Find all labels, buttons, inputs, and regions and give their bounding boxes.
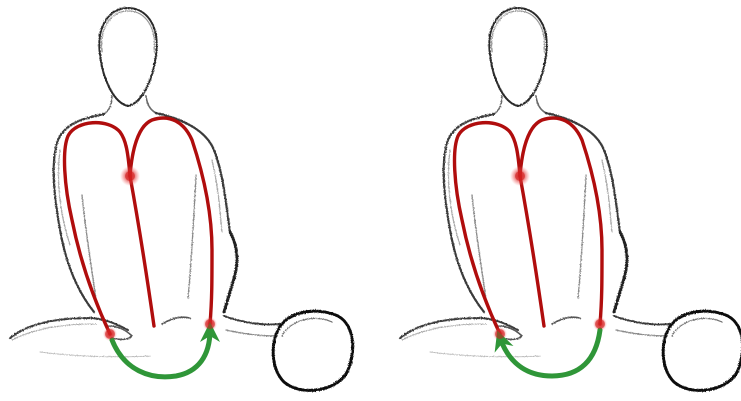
anchor-point-right <box>595 319 605 329</box>
anchor-point-left <box>495 329 505 339</box>
right-panel <box>400 8 741 390</box>
anchor-point-chest <box>515 171 525 181</box>
rotation-arrow <box>500 330 600 376</box>
left-panel <box>10 8 353 390</box>
rotation-arrow <box>112 330 210 377</box>
seated-figure <box>400 8 741 390</box>
seated-figure <box>10 8 353 390</box>
anchor-point-chest <box>125 171 135 181</box>
anchor-point-right <box>205 319 215 329</box>
anchor-point-left <box>105 329 115 339</box>
